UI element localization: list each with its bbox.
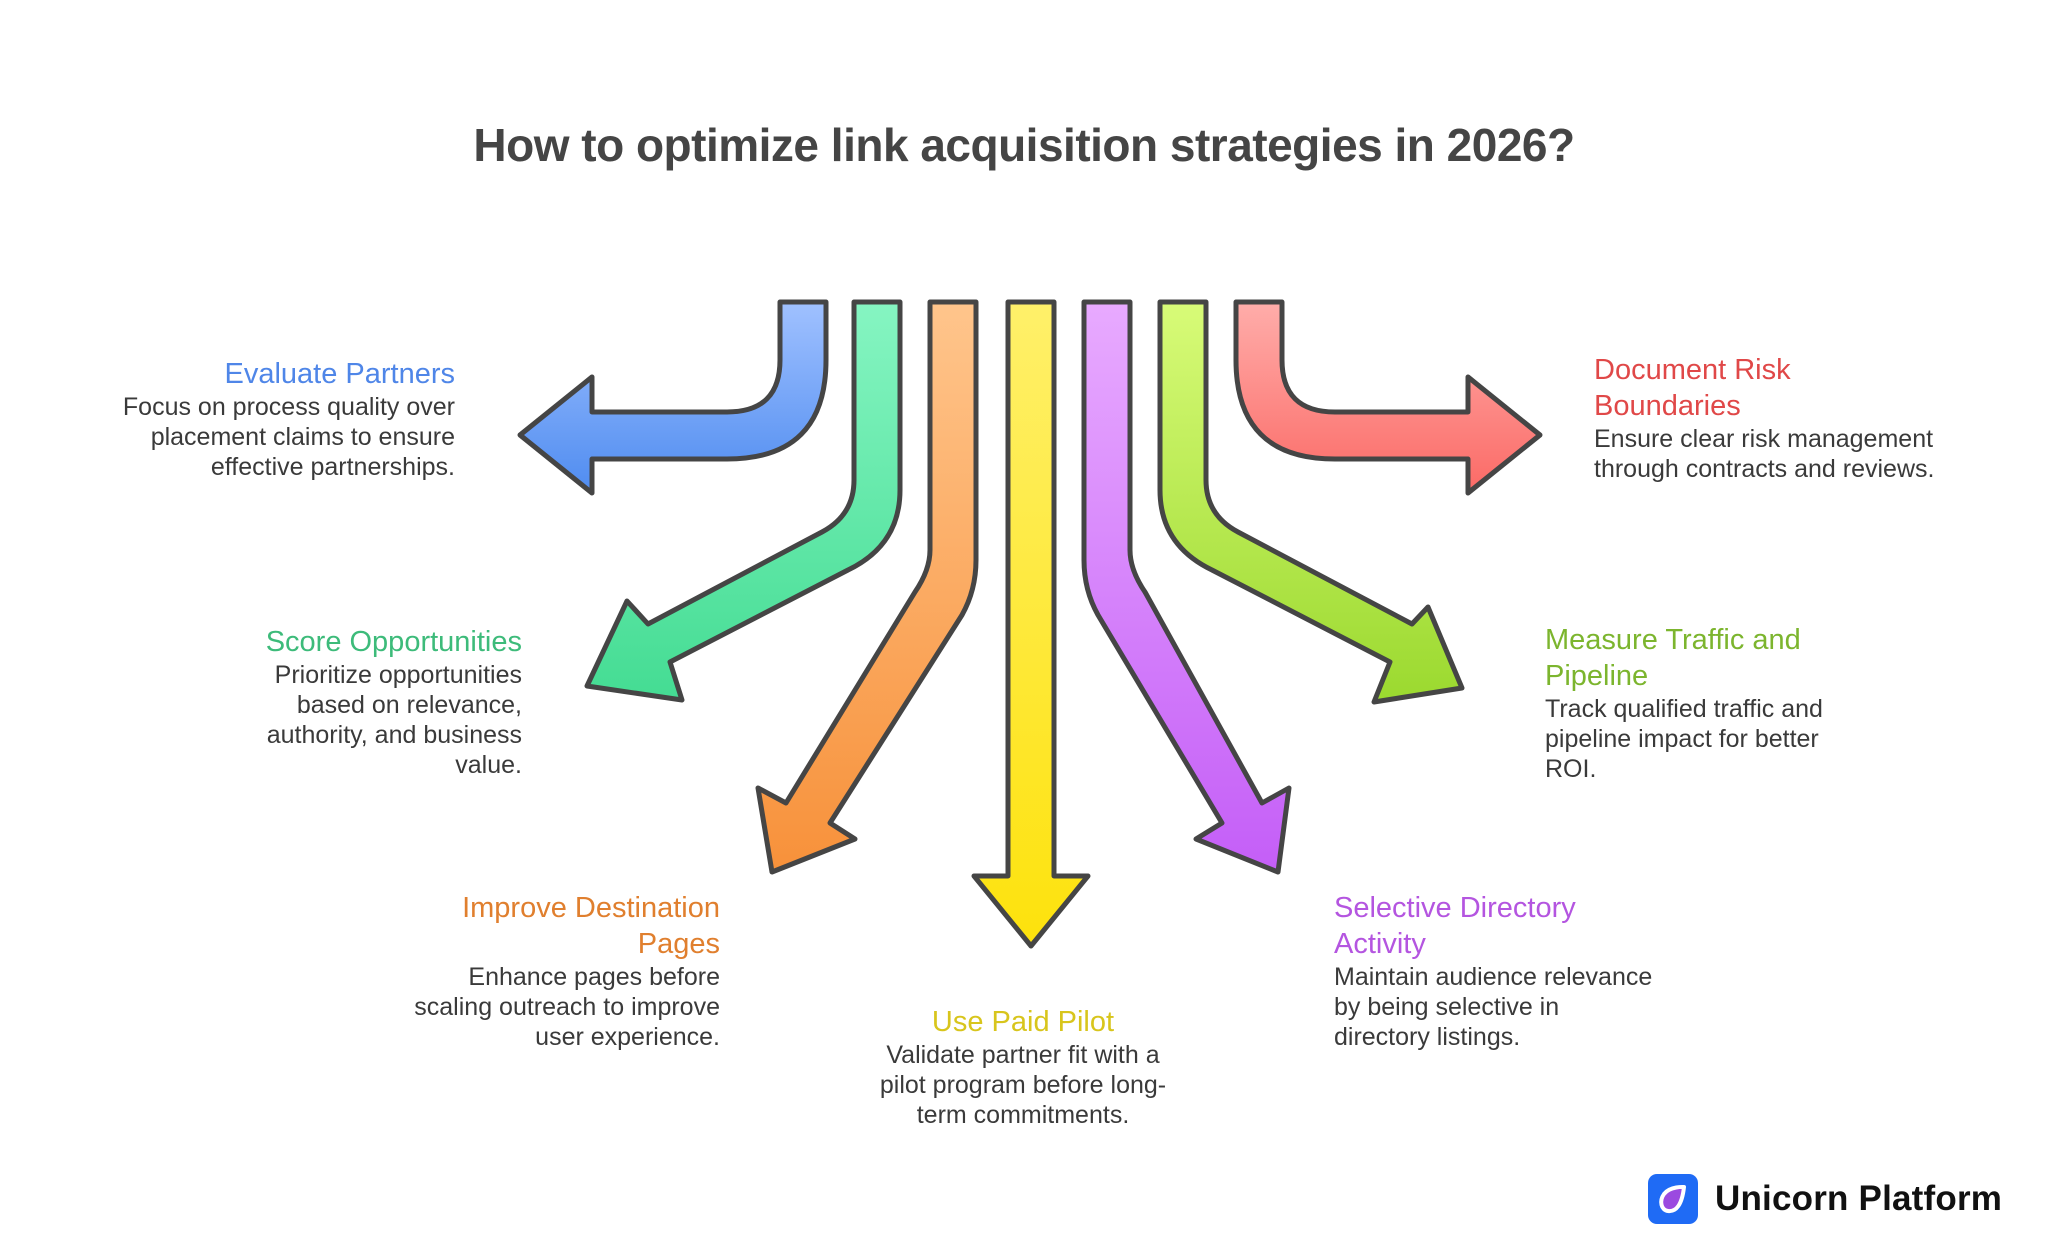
arrow-score-opportunities — [584, 299, 903, 703]
item-desc-line: Maintain audience relevance — [1334, 963, 1653, 991]
item-improve-destination-pages: Improve Destination Pages Enhance pages … — [380, 890, 720, 1052]
arrow-use-paid-pilot — [971, 299, 1091, 949]
item-desc-line: pilot program before long- — [879, 1071, 1167, 1099]
arrow-evaluate-partners — [517, 299, 829, 496]
item-heading: Improve Destination — [462, 892, 720, 924]
item-desc-line: user experience. — [535, 1023, 720, 1051]
item-selective-directory-activity: Selective Directory Activity Maintain au… — [1334, 890, 1694, 1052]
item-use-paid-pilot: Use Paid Pilot Validate partner fit with… — [843, 1004, 1203, 1130]
item-desc-line: Track qualified traffic and — [1545, 695, 1823, 723]
item-score-opportunities: Score Opportunities Prioritize opportuni… — [200, 624, 522, 780]
item-heading-line2: Pages — [637, 928, 720, 960]
item-desc-line: pipeline impact for better — [1545, 725, 1819, 753]
item-desc-line: by being selective in — [1334, 993, 1560, 1021]
item-heading-line2: Pipeline — [1545, 660, 1649, 692]
item-desc-line: placement claims to ensure — [150, 423, 455, 451]
item-desc-line: scaling outreach to improve — [414, 993, 720, 1021]
item-heading: Measure Traffic and — [1545, 624, 1801, 656]
item-desc-line: through contracts and reviews. — [1594, 455, 1935, 483]
page-title: How to optimize link acquisition strateg… — [473, 119, 1575, 171]
item-desc-line: Prioritize opportunities — [274, 661, 522, 689]
item-desc-line: term commitments. — [916, 1101, 1130, 1129]
item-desc-line: Validate partner fit with a — [886, 1041, 1160, 1069]
arrow-document-risk — [1233, 299, 1543, 496]
item-evaluate-partners: Evaluate Partners Focus on process quali… — [80, 356, 455, 482]
arrow-selective-directory — [1081, 299, 1292, 875]
item-heading-line2: Boundaries — [1594, 390, 1741, 422]
item-heading: Score Opportunities — [265, 626, 522, 658]
brand-watermark: Unicorn Platform — [1648, 1174, 2002, 1224]
droplet-logo-icon — [1648, 1174, 1698, 1224]
arrow-measure-traffic — [1157, 299, 1465, 705]
item-desc-line: Enhance pages before — [468, 963, 720, 991]
item-heading: Evaluate Partners — [224, 358, 455, 390]
item-heading-line2: Activity — [1334, 928, 1426, 960]
item-heading: Use Paid Pilot — [931, 1006, 1115, 1038]
item-desc-line: directory listings. — [1334, 1023, 1521, 1051]
item-desc-line: value. — [455, 751, 522, 779]
item-heading: Document Risk — [1594, 354, 1791, 386]
item-desc-line: effective partnerships. — [210, 453, 455, 481]
arrow-improve-destination — [755, 299, 979, 875]
item-desc-line: Ensure clear risk management — [1594, 425, 1934, 453]
item-desc-line: ROI. — [1545, 755, 1597, 783]
item-document-risk-boundaries: Document Risk Boundaries Ensure clear ri… — [1594, 352, 2014, 484]
item-desc-line: authority, and business — [266, 721, 522, 749]
item-desc-line: Focus on process quality over — [122, 393, 455, 421]
item-measure-traffic-pipeline: Measure Traffic and Pipeline Track quali… — [1545, 622, 1865, 784]
item-desc-line: based on relevance, — [296, 691, 522, 719]
item-heading: Selective Directory — [1334, 892, 1576, 924]
brand-name: Unicorn Platform — [1715, 1179, 2003, 1218]
